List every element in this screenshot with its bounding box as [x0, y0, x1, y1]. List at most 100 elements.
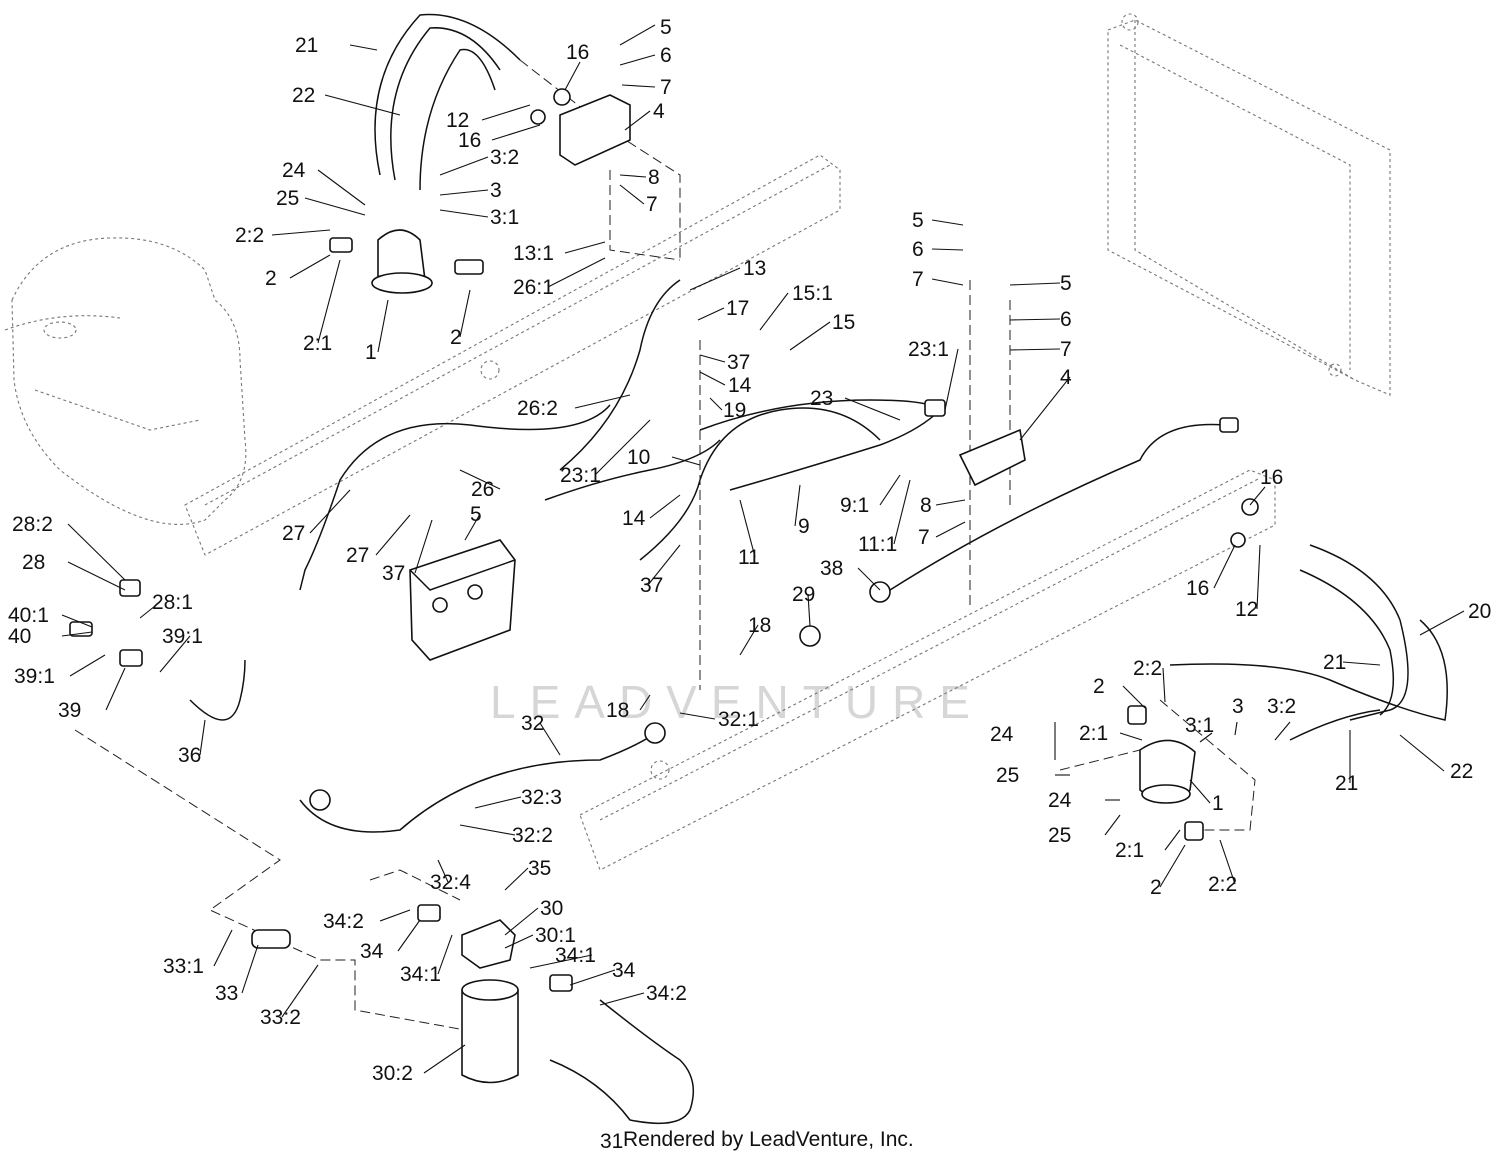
callout-label: 5 — [912, 209, 924, 232]
leader-line — [649, 494, 681, 519]
callout-label: 25 — [996, 764, 1019, 787]
leader-line — [61, 631, 93, 637]
leader-line — [61, 614, 93, 628]
leader-line — [1009, 348, 1061, 351]
callout-label: 6 — [912, 238, 924, 261]
leader-line — [437, 934, 453, 975]
control-valve — [409, 539, 516, 661]
leader-line — [1019, 376, 1071, 441]
leader-line — [304, 197, 366, 216]
leader-line — [1274, 721, 1291, 741]
leader-line — [271, 229, 331, 236]
callout-label: 7 — [912, 268, 924, 291]
leader-line — [423, 1044, 466, 1074]
leader-line — [459, 824, 516, 836]
hydraulic-motor-left — [329, 229, 484, 294]
callout-label: 34:1 — [400, 963, 441, 986]
callout-label: 21 — [1335, 772, 1358, 795]
callout-label: 2:1 — [1079, 722, 1108, 745]
callout-label: 2:1 — [1115, 839, 1144, 862]
leader-line — [459, 289, 471, 338]
leader-line — [794, 484, 801, 527]
callout-label: 2:2 — [1133, 657, 1162, 680]
callout-label: 35 — [528, 857, 551, 880]
leader-line — [309, 489, 351, 534]
callout-label: 16 — [1260, 466, 1283, 489]
callout-label: 11:1 — [858, 533, 897, 556]
callout-label: 27 — [282, 522, 305, 545]
leader-line — [437, 859, 449, 883]
leader-line — [504, 867, 529, 891]
callout-label: 4 — [653, 100, 665, 123]
callout-label: 22 — [292, 84, 315, 107]
callout-label: 37 — [382, 562, 405, 585]
callout-label: 8 — [648, 166, 660, 189]
callout-label: 40:1 — [8, 604, 49, 627]
leader-line — [464, 513, 481, 541]
callout-label: 25 — [1048, 824, 1071, 847]
leader-line — [1189, 779, 1211, 804]
leader-line — [879, 474, 901, 506]
callout-label: 5 — [470, 503, 482, 526]
leader-line — [139, 601, 161, 619]
leader-line — [697, 307, 725, 321]
leader-line — [689, 267, 741, 291]
callout-label: 2:2 — [235, 224, 264, 247]
leader-line — [619, 54, 656, 66]
callout-label: 12 — [1235, 598, 1258, 621]
leader-line — [397, 919, 421, 952]
callout-label: 30:2 — [372, 1062, 413, 1085]
callout-label: 34:2 — [323, 910, 364, 933]
callout-label: 2 — [265, 267, 277, 290]
callout-label: 24 — [282, 159, 306, 182]
leader-line — [699, 371, 726, 386]
leader-line — [1213, 544, 1236, 589]
leader-line — [619, 174, 647, 178]
leader-line — [1199, 732, 1213, 743]
callout-label: 32 — [521, 712, 544, 735]
leader-line — [504, 934, 534, 949]
filter-head — [461, 919, 516, 969]
callout-label: 13:1 — [513, 242, 554, 265]
leader-line — [379, 909, 411, 922]
leader-line — [1234, 721, 1238, 736]
leader-line — [699, 354, 726, 363]
leader-line — [619, 184, 645, 205]
leader-line — [931, 219, 964, 226]
leader-line — [213, 929, 233, 967]
leader-line — [739, 624, 759, 656]
leader-line — [759, 292, 789, 331]
leader-line — [931, 278, 964, 286]
leader-line — [1009, 318, 1061, 321]
callout-label: 22 — [1450, 760, 1473, 783]
leader-line — [1122, 685, 1146, 709]
leadventure-watermark: LEADVENTURE — [490, 676, 984, 728]
leader-line — [1164, 829, 1181, 851]
leader-line — [935, 521, 966, 538]
callout-label: 28:2 — [12, 513, 53, 536]
leader-line — [439, 156, 489, 176]
leader-line — [67, 561, 126, 591]
leader-line — [1419, 610, 1465, 636]
leader-line — [569, 969, 616, 986]
leader-line — [639, 694, 651, 711]
callout-label: 16 — [458, 129, 481, 152]
leader-line — [539, 722, 561, 756]
callout-label: 5 — [1060, 272, 1072, 295]
callout-label: 27 — [346, 544, 369, 567]
callout-label: 6 — [660, 44, 672, 67]
callout-label: 2:1 — [303, 332, 332, 355]
radiator-outline — [1107, 13, 1391, 396]
callout-label: 32:2 — [512, 824, 553, 847]
leader-line — [324, 94, 401, 116]
callout-label: 26:2 — [517, 397, 558, 420]
leader-line — [69, 654, 106, 677]
callout-label: 24 — [1048, 789, 1072, 812]
callout-label: 39 — [58, 699, 81, 722]
callout-label: 32:1 — [718, 708, 759, 731]
leader-line — [159, 635, 191, 673]
callout-label: 6 — [1060, 308, 1072, 331]
leader-line — [67, 523, 126, 581]
callout-label: 26 — [471, 478, 494, 501]
